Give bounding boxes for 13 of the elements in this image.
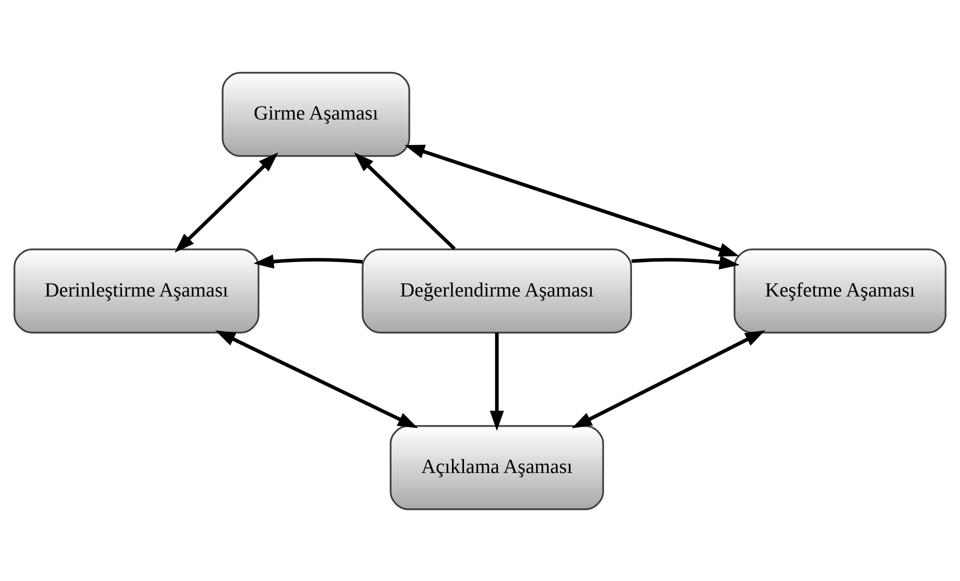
arrow [631, 255, 740, 269]
arrow [215, 330, 418, 428]
node-box: Girme Aşaması [222, 71, 410, 156]
node-box: Açıklama Aşaması [390, 424, 604, 510]
node-box: Değerlendirme Aşaması [362, 248, 632, 333]
arrow [572, 330, 766, 428]
arrow [254, 254, 363, 268]
arrow [174, 152, 278, 252]
node-box: Derinleştirme Aşaması [14, 248, 260, 333]
arrow [404, 144, 740, 256]
node-box: Keşfetme Aşaması [734, 248, 946, 333]
arrow [354, 152, 456, 250]
arrow [490, 332, 504, 430]
